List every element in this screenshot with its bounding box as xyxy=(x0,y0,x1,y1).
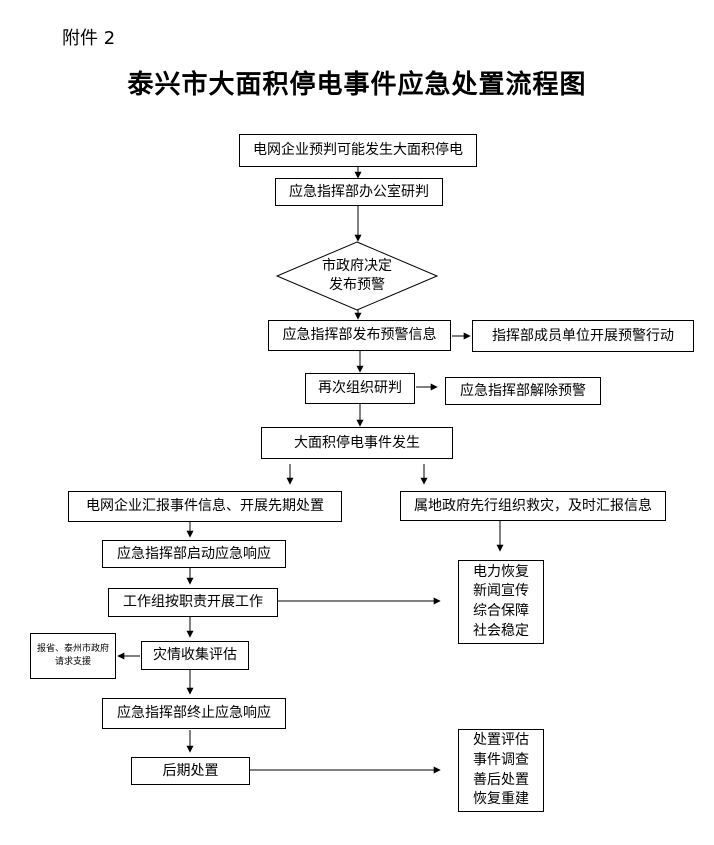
task-item: 综合保障 xyxy=(473,603,529,619)
task-item: 善后处置 xyxy=(473,771,529,788)
node-office-study: 应急指挥部办公室研判 xyxy=(275,178,443,206)
node-publish-warning: 应急指挥部发布预警信息 xyxy=(268,320,451,351)
task-item: 新闻宣传 xyxy=(473,583,529,600)
node-tasks-group-1: 电力恢复 新闻宣传 综合保障 社会稳定 xyxy=(458,560,544,644)
node-tasks-group-2: 处置评估 事件调查 善后处置 恢复重建 xyxy=(458,729,544,812)
task-item: 社会稳定 xyxy=(473,622,529,639)
page-title: 泰兴市大面积停电事件应急处置流程图 xyxy=(127,70,587,100)
node-grid-forecast: 电网企业预判可能发生大面积停电 xyxy=(239,134,477,167)
node-end-response: 应急指挥部终止应急响应 xyxy=(102,698,286,729)
node-restudy: 再次组织研判 xyxy=(305,373,415,404)
node-local-gov: 属地政府先行组织救灾，及时汇报信息 xyxy=(400,491,666,521)
node-lift-warning: 应急指挥部解除预警 xyxy=(445,377,601,405)
decision-line-2: 发布预警 xyxy=(329,277,385,293)
node-member-actions: 指挥部成员单位开展预警行动 xyxy=(472,320,694,352)
decision-diamond xyxy=(275,241,439,311)
task-item: 恢复重建 xyxy=(473,791,529,808)
node-grid-report: 电网企业汇报事件信息、开展先期处置 xyxy=(68,491,342,522)
task-item: 事件调查 xyxy=(473,751,529,768)
attachment-label: 附件 2 xyxy=(62,28,116,49)
node-start-response: 应急指挥部启动应急响应 xyxy=(102,540,286,568)
node-disaster-eval: 灾情收集评估 xyxy=(141,641,249,670)
node-teams-work: 工作组按职责开展工作 xyxy=(108,588,278,617)
task-item: 电力恢复 xyxy=(473,563,529,580)
node-request-support: 报省、泰州市政府请求支援 xyxy=(30,633,116,679)
node-event-occurs: 大面积停电事件发生 xyxy=(261,427,453,459)
decision-line-1: 市政府决定 xyxy=(322,258,392,275)
node-aftermath: 后期处置 xyxy=(131,757,250,785)
task-item: 处置评估 xyxy=(473,732,529,749)
request-support-text: 报省、泰州市政府请求支援 xyxy=(36,644,109,667)
node-gov-decision: 市政府决定 发布预警 xyxy=(278,244,436,308)
